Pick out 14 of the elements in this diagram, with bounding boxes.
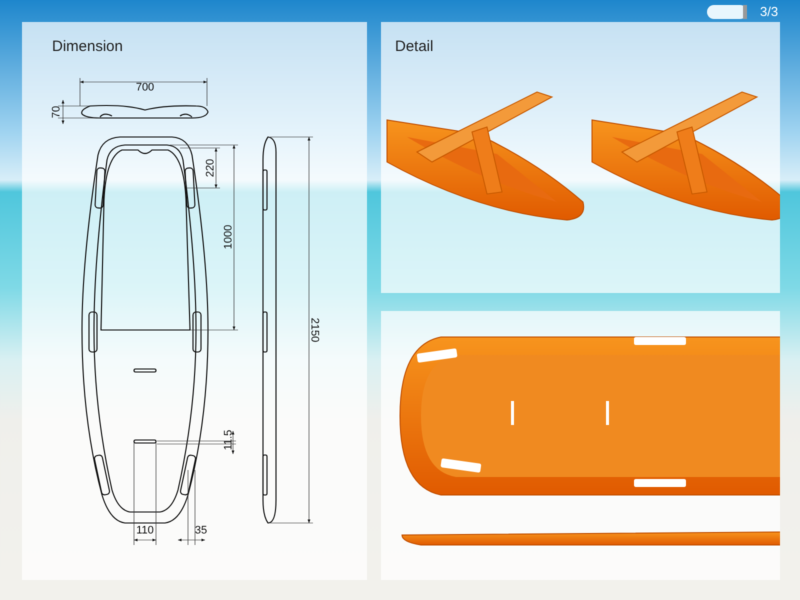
dimension-label: 70 <box>52 106 62 118</box>
dimension-label: 220 <box>206 158 216 178</box>
image-panel <box>381 311 780 580</box>
dimension-label: 2150 <box>308 318 320 342</box>
page-number: 3/3 <box>760 4 778 19</box>
panel-title: Dimension <box>52 38 123 55</box>
panel-title: Detail <box>395 38 434 55</box>
detail-panel <box>381 22 780 293</box>
dimension-label: 700 <box>136 82 154 94</box>
dimension-label: 1000 <box>224 224 234 250</box>
dimension-panel <box>22 22 367 580</box>
dimension-label: 110 <box>136 526 154 536</box>
dimension-label: 11.5 <box>224 430 234 450</box>
dimension-label: 35 <box>194 526 208 536</box>
